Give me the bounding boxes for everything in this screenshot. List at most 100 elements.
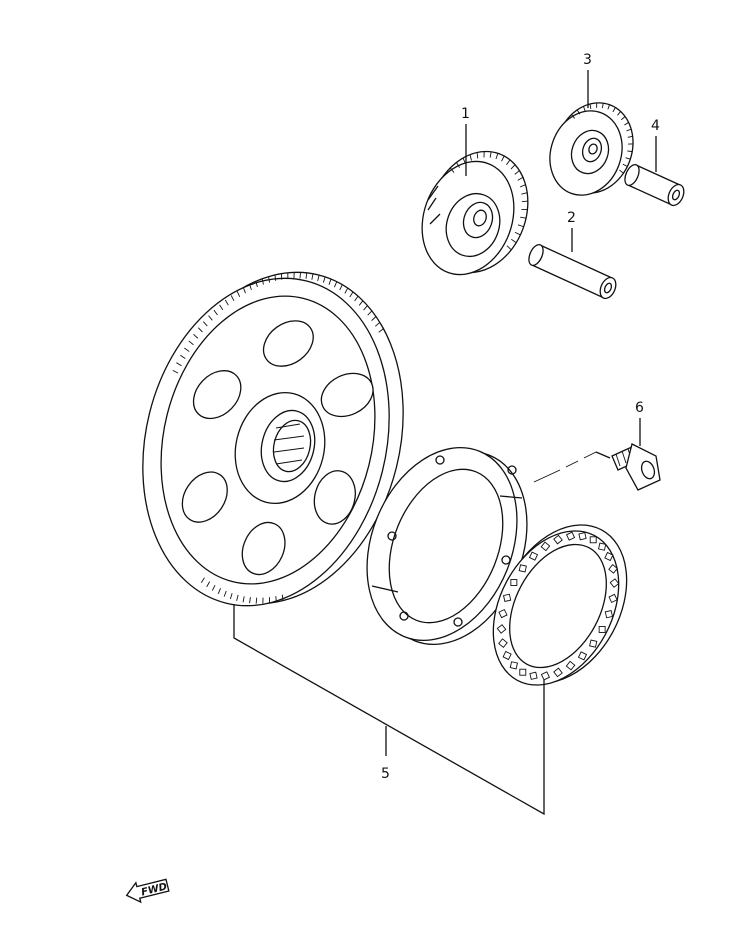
gear-tooth	[268, 276, 270, 283]
gear-tooth	[213, 309, 218, 316]
gear-tooth	[236, 594, 239, 601]
gear-tooth	[172, 369, 179, 374]
gear-tooth	[476, 152, 479, 159]
gear-tooth	[242, 596, 245, 603]
gear-tooth	[619, 169, 624, 174]
gear-hole	[181, 471, 228, 523]
shaft-2[interactable]	[526, 243, 619, 301]
gear-tooth	[378, 328, 384, 333]
callouts: 1 2 3 4 5 6	[381, 52, 660, 782]
gear-tooth	[624, 122, 629, 126]
gear-tooth	[339, 284, 343, 291]
clutch-roller	[565, 531, 576, 541]
clutch-roller	[553, 667, 563, 678]
gear-tooth	[281, 594, 284, 601]
gear-tooth	[489, 151, 492, 158]
gear-tooth	[520, 216, 527, 219]
gear-tooth	[514, 231, 521, 236]
clutch-roller	[498, 608, 508, 619]
gear-hole	[262, 320, 314, 367]
gear-tooth	[374, 322, 381, 327]
leader-lines	[233, 70, 657, 816]
callout-2[interactable]: 2	[567, 210, 576, 226]
gear-hole	[313, 470, 356, 525]
gear-tooth	[627, 150, 633, 153]
callout-4[interactable]: 4	[651, 118, 660, 134]
bolt-6[interactable]	[611, 443, 661, 491]
gear-tooth	[621, 116, 626, 121]
clutch-roller	[510, 579, 518, 586]
gear-tooth	[506, 245, 512, 251]
gear-tooth	[328, 278, 332, 285]
clutch-roller	[502, 593, 512, 602]
gear-tooth	[576, 109, 581, 115]
gear-tooth	[456, 162, 460, 168]
gear-tooth	[612, 107, 616, 113]
gear-tooth	[211, 584, 216, 591]
gear-tooth	[617, 111, 621, 116]
gear-tooth	[217, 588, 221, 594]
gear-tooth	[371, 316, 377, 321]
gear-tooth	[363, 305, 368, 311]
clutch-roller	[604, 610, 614, 619]
clutch-roller	[519, 668, 527, 676]
clutch-roller	[565, 660, 576, 671]
gear-tooth	[449, 167, 455, 173]
gear-tooth	[517, 176, 524, 181]
starter-clutch-gear[interactable]	[109, 245, 437, 632]
gear-tooth	[274, 274, 277, 281]
callout-1[interactable]: 1	[461, 106, 470, 122]
clutch-roller	[608, 593, 618, 604]
gear-tooth	[506, 159, 511, 165]
gear-tooth	[305, 272, 308, 279]
gear-tooth	[514, 170, 520, 175]
gear-tooth	[607, 104, 610, 110]
gear-tooth	[311, 273, 314, 280]
gear-hole	[192, 370, 242, 420]
gear-tooth	[517, 224, 524, 228]
gear-tooth	[255, 281, 258, 288]
gear-tooth	[510, 164, 516, 170]
callout-6[interactable]: 6	[635, 400, 644, 416]
clutch-housing[interactable]	[340, 425, 555, 667]
gear-tooth	[242, 287, 246, 294]
callout-5[interactable]: 5	[381, 766, 390, 782]
clutch-roller	[529, 671, 538, 680]
gear-tooth	[495, 153, 499, 160]
gear-tooth	[229, 593, 233, 600]
gear-tooth	[299, 272, 301, 279]
gear-tooth	[583, 106, 586, 112]
clutch-roller	[577, 651, 588, 661]
gear-tooth	[622, 163, 628, 167]
shaft-4[interactable]	[622, 163, 687, 208]
gear-tooth	[223, 590, 227, 597]
callout-3[interactable]: 3	[583, 52, 592, 68]
clutch-roller	[509, 661, 518, 670]
gear-tooth	[202, 321, 208, 327]
clutch-roller	[604, 551, 614, 562]
gear-tooth	[625, 157, 631, 160]
gear-tooth	[230, 295, 235, 302]
clutch-roller	[540, 671, 551, 681]
one-way-clutch[interactable]	[468, 503, 653, 707]
gear-tooth	[208, 315, 213, 321]
gear-tooth	[176, 362, 182, 367]
gear-tooth	[521, 192, 528, 195]
gear-tooth	[367, 310, 373, 316]
gear-tooth	[200, 577, 205, 583]
clutch-roller	[540, 541, 551, 552]
forward-indicator: FWD	[125, 878, 170, 904]
clutch-roller	[598, 542, 607, 551]
idle-gear-1[interactable]	[407, 137, 544, 287]
gear-tooth	[261, 278, 264, 285]
clutch-roller	[598, 626, 606, 633]
gear-tooth	[589, 103, 592, 110]
gear-tooth	[249, 597, 251, 604]
gear-tooth	[219, 304, 224, 311]
idle-gear-3[interactable]	[538, 92, 645, 206]
clutch-roller	[502, 650, 512, 661]
clutch-roller	[496, 624, 507, 634]
clutch-roller	[578, 532, 587, 541]
gear-tooth	[519, 184, 526, 188]
gear-tooth	[354, 295, 359, 302]
